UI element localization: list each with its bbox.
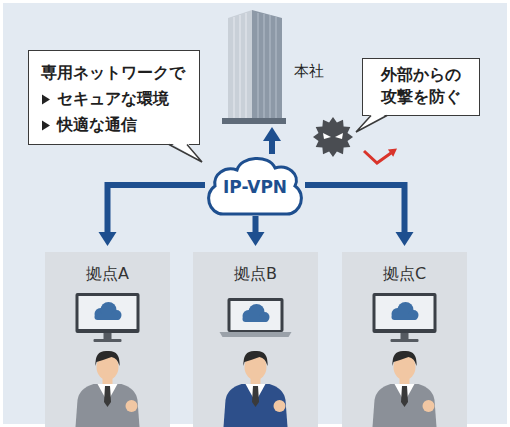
node-text: 拠点B [193,264,318,285]
building-window [239,15,241,118]
node-text: 本社 [294,62,324,81]
network-connector [253,216,259,234]
node-text: セキュアな環境 [41,86,193,112]
desktop-monitor [373,293,437,342]
callout-tail [169,145,202,163]
desktop-monitor [76,293,140,342]
site-box: 拠点B [193,252,318,427]
laptop [220,298,292,337]
node-text: 外部からの 攻撃を防ぐ [369,64,473,108]
node-text: 快適な通信 [41,112,193,138]
person [373,351,437,427]
building-right-face [252,10,282,120]
building-base [222,118,286,124]
bullet-marker [42,95,50,105]
network-connector [269,139,275,154]
building-window [233,17,235,118]
callout-tail-fill [356,114,387,132]
bounce-head [388,149,397,157]
site-box: 拠点A [45,252,170,427]
cloud-node: IP-VPN [205,154,305,216]
callout-tail-fill [169,142,202,162]
network-connector [108,185,206,234]
spiky-ball [313,117,353,157]
site-box: 拠点C [342,252,467,427]
building-window [245,13,247,118]
person [224,351,288,427]
building-window [257,13,259,118]
bounce-line [364,151,391,163]
callout-box: 外部からの 攻撃を防ぐ [362,58,480,116]
headquarters-node: 本社 [222,4,322,124]
building-window [269,15,271,118]
building-window [275,17,277,118]
bullet-marker [42,121,50,131]
callout-tails [169,114,387,162]
node-text: 拠点A [45,264,170,285]
network-connector [305,185,405,234]
attacker-eye [335,133,343,139]
attacker-eye [323,133,331,139]
node-text: 拠点C [342,264,467,285]
callout-tail [356,116,387,133]
callout-box: 専用ネットワークでセキュアな環境快適な通信 [28,50,200,145]
building-left-face [228,10,252,120]
building-window [263,14,265,118]
person [76,351,140,427]
attacker-icon [313,117,353,157]
node-text: IP-VPN [205,154,305,216]
node-text: 専用ネットワークで [41,60,193,86]
headquarters-building [222,10,286,124]
blocked-arrow [364,149,397,164]
